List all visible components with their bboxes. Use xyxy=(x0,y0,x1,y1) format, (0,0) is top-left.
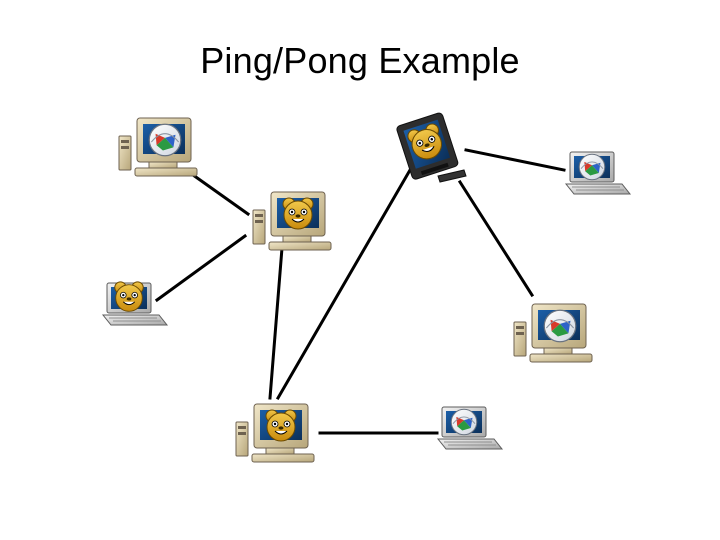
desktop-computer-with-bear-icon xyxy=(253,192,331,250)
network-edge xyxy=(183,167,251,217)
network-edge xyxy=(275,167,413,401)
laptop-with-web-globe-icon xyxy=(438,407,502,449)
laptop-with-bear-icon xyxy=(103,282,167,325)
laptop-with-web-globe-icon xyxy=(566,152,630,194)
network-edge xyxy=(464,148,566,172)
desktop-computer-with-web-globe-icon xyxy=(119,118,197,176)
network-edge xyxy=(457,179,535,298)
desktop-computer-with-web-globe-icon xyxy=(514,304,592,362)
network-edge xyxy=(154,233,248,303)
tablet-with-bear-icon xyxy=(396,112,466,182)
network-edge xyxy=(268,246,284,400)
slide-title: Ping/Pong Example xyxy=(200,40,520,81)
desktop-computer-with-bear-icon xyxy=(236,404,314,462)
